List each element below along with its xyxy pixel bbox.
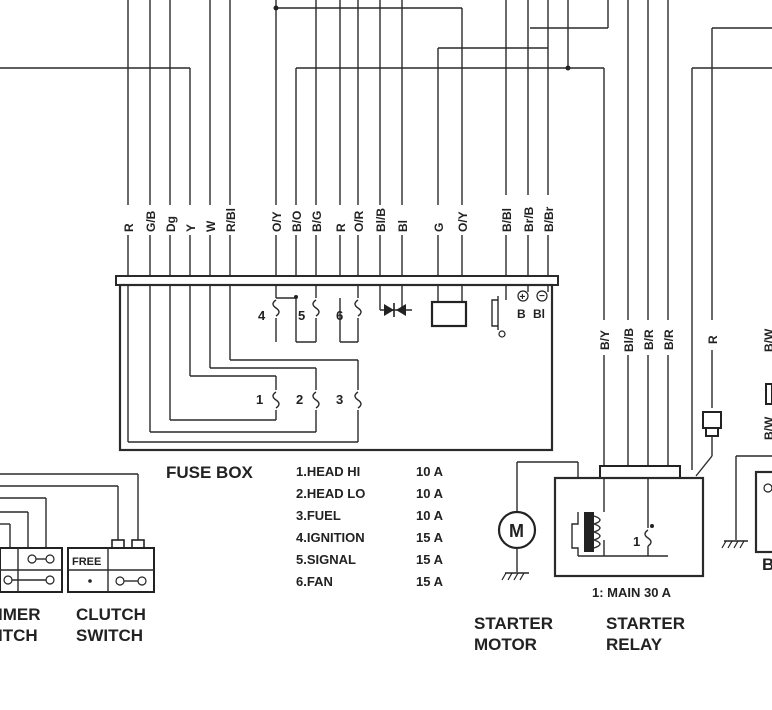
fuse-number: 2 xyxy=(296,392,303,407)
fuse-item-rating: 15 A xyxy=(416,574,444,589)
fuse-item-rating: 10 A xyxy=(416,486,444,501)
clutch-switch-title: CLUTCH xyxy=(76,605,146,624)
relay-fuse-number: 1 xyxy=(633,534,640,549)
wire-label: G/B xyxy=(144,210,158,232)
relay-wiring xyxy=(603,350,772,477)
starter-motor-title: STARTER xyxy=(474,614,553,633)
fuse-number: 6 xyxy=(336,308,343,323)
terminal-switch-icon: + − B Bl xyxy=(491,285,549,338)
plus-sign: + xyxy=(520,292,526,303)
starter-motor: M STARTER MOTOR xyxy=(474,461,579,654)
clutch-switch: FREE CLUTCH SWITCH xyxy=(67,539,155,645)
dimmer-switch-title: IMER xyxy=(0,605,41,624)
wire-label: B/W xyxy=(762,416,772,440)
motor-symbol: M xyxy=(509,521,524,541)
starter-relay-title: RELAY xyxy=(606,635,663,654)
fuse-item-name: 4.IGNITION xyxy=(296,530,365,545)
wire-label: B/Br xyxy=(542,206,556,232)
minus-sign: − xyxy=(539,291,545,302)
upper-wiring xyxy=(0,0,772,470)
starter-relay: 1 1: MAIN 30 A STARTER RELAY xyxy=(553,465,705,654)
wire-label: O/R xyxy=(352,210,366,232)
wire-label: Br/B xyxy=(522,206,536,232)
fuse-item-name: 1.HEAD HI xyxy=(296,464,360,479)
wire-label: B/W xyxy=(762,328,772,352)
wire-label: O/Y xyxy=(270,211,284,232)
left-switch-wiring xyxy=(0,473,139,548)
wire-label: Bl xyxy=(396,220,410,232)
fuse-box: + − B Bl 4 5 6 1 2 3 xyxy=(115,275,559,452)
starter-motor-title: MOTOR xyxy=(474,635,537,654)
wire-label: B/R xyxy=(642,329,656,350)
fuse-item-name: 6.FAN xyxy=(296,574,333,589)
wire-label: Dg xyxy=(164,216,178,232)
terminal-label-bl: Bl xyxy=(533,307,545,321)
ground-icon xyxy=(501,572,529,581)
wire-label: Bl/B xyxy=(622,328,636,352)
relay-coil-icon xyxy=(430,285,468,328)
wire-label: Bl/B xyxy=(374,208,388,232)
fuse-item-rating: 15 A xyxy=(416,552,444,567)
wire-label: B/O xyxy=(290,211,304,232)
fuse-item-rating: 15 A xyxy=(416,530,444,545)
dimmer-switch-title: ITCH xyxy=(0,626,38,645)
relay-note: 1: MAIN 30 A xyxy=(592,585,672,600)
relay-wire-labels: B/Y Bl/B B/R B/R R B/W B/W xyxy=(598,328,772,440)
starter-relay-title: STARTER xyxy=(606,614,685,633)
fuse-item-name: 5.SIGNAL xyxy=(296,552,356,567)
wire-label: W xyxy=(204,220,218,232)
fuse-item-name: 2.HEAD LO xyxy=(296,486,365,501)
wire-label: R/Bl xyxy=(224,208,238,232)
clutch-switch-title: SWITCH xyxy=(76,626,143,645)
wire-label: R xyxy=(334,223,348,232)
wire-label: B/G xyxy=(310,211,324,232)
fuse-number: 1 xyxy=(256,392,263,407)
dimmer-switch: IMER ITCH xyxy=(0,547,63,645)
fuse-number: 4 xyxy=(258,308,266,323)
battery-label: B xyxy=(762,555,772,574)
wire-label: O/Y xyxy=(456,211,470,232)
fuse-item-rating: 10 A xyxy=(416,508,444,523)
wire-label: R xyxy=(122,223,136,232)
fuse-number: 3 xyxy=(336,392,343,407)
wire-label: G xyxy=(432,223,446,232)
fuse-item-name: 3.FUEL xyxy=(296,508,341,523)
wire-label: B/Y xyxy=(598,330,612,350)
battery-partial: B xyxy=(721,455,772,574)
fuse-box-title: FUSE BOX xyxy=(166,463,254,482)
fuse-item-rating: 10 A xyxy=(416,464,444,479)
wire-label: Y xyxy=(184,224,198,232)
wire-label: B/Bl xyxy=(500,208,514,232)
wire-label: R xyxy=(706,335,720,344)
free-label: FREE xyxy=(72,556,101,568)
connector-icon xyxy=(702,411,722,437)
terminal-label-b: B xyxy=(517,307,526,321)
fuse-box-legend: FUSE BOX 1.HEAD HI 10 A 2.HEAD LO 10 A 3… xyxy=(166,463,444,589)
wire-labels-top: R G/B Dg Y W R/Bl O/Y B/O B/G R O/R Bl/B… xyxy=(122,206,556,232)
ground-icon xyxy=(721,540,748,549)
wire-label: B/R xyxy=(662,329,676,350)
diode-icon xyxy=(379,285,412,317)
fuse-number: 5 xyxy=(298,308,305,323)
